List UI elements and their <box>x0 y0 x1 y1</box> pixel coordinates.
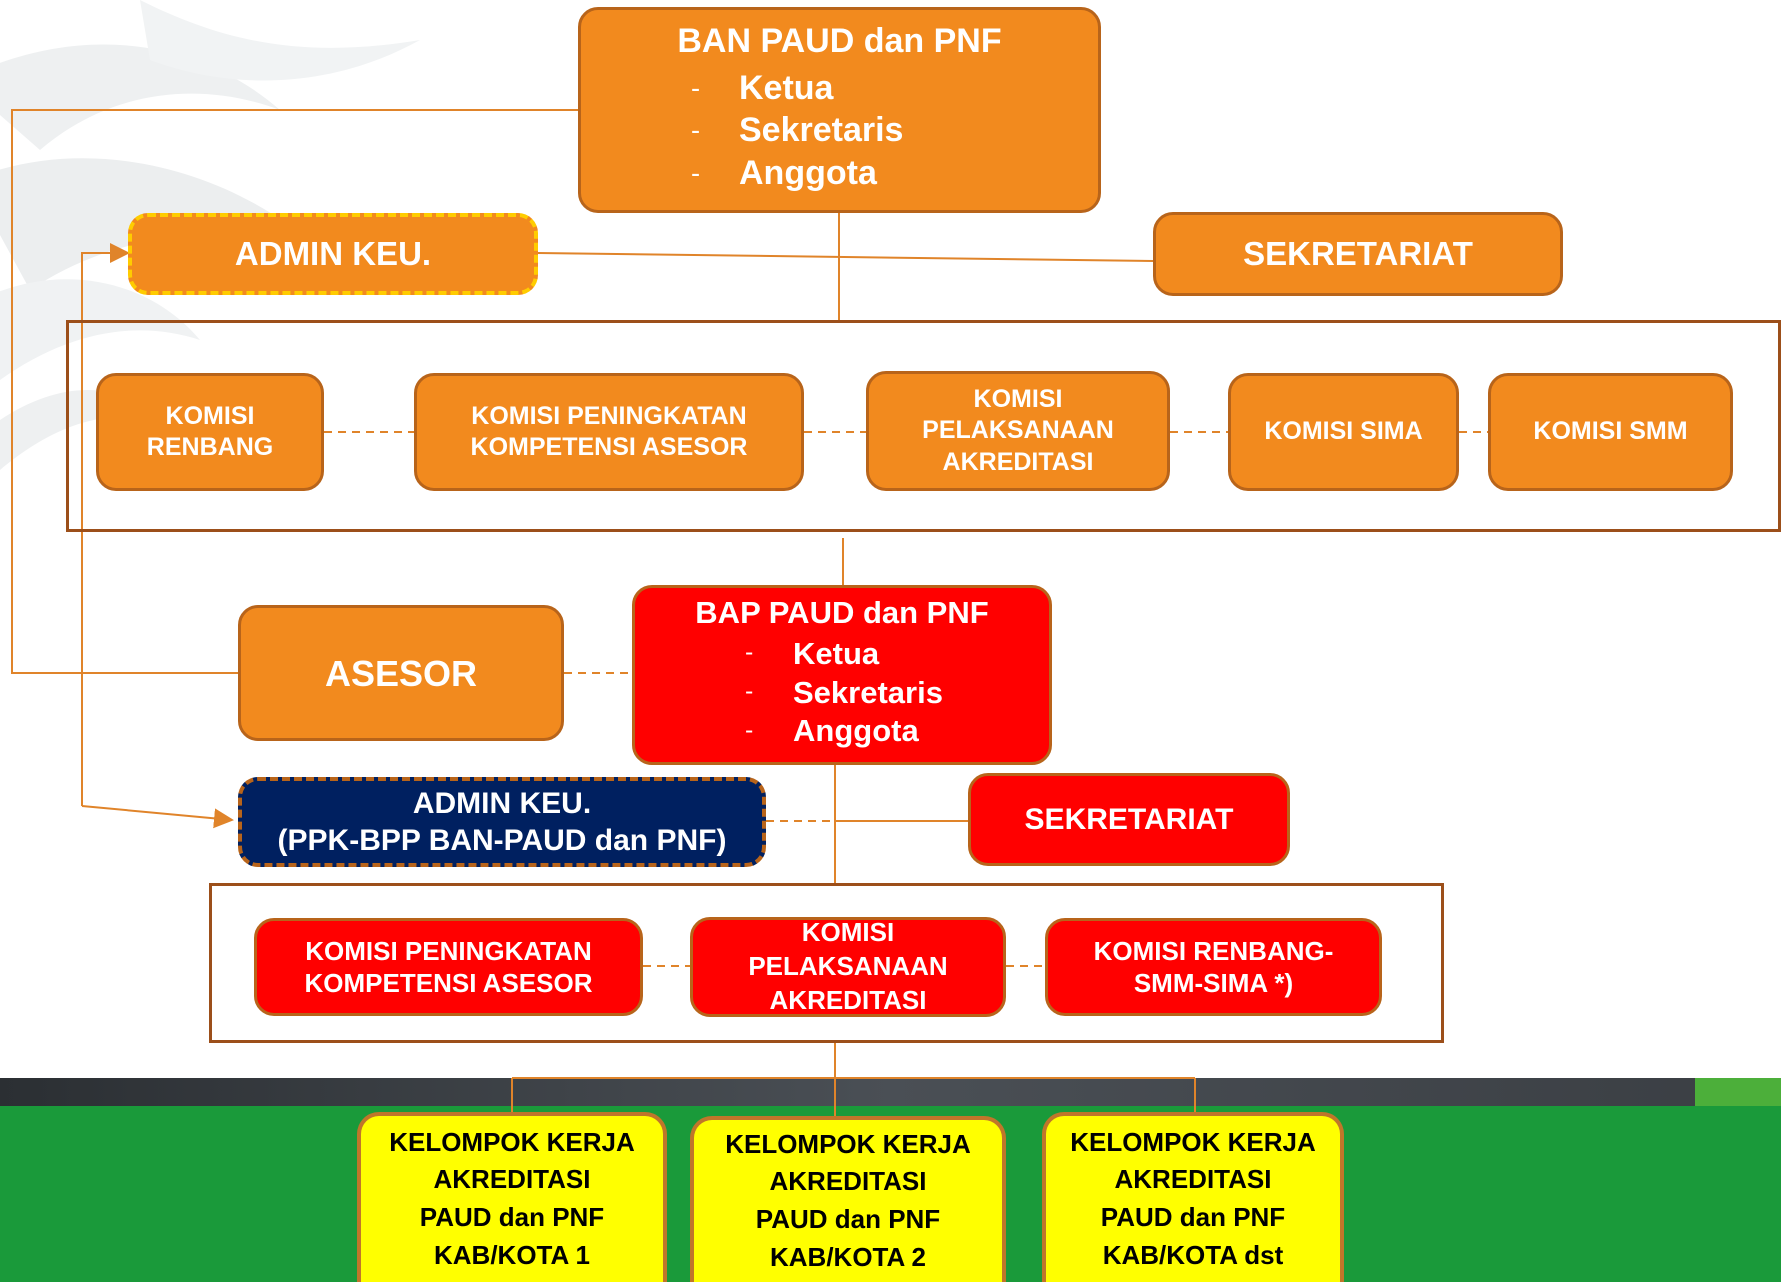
komisi-line: KOMPETENSI ASESOR <box>470 433 748 461</box>
komisi-line: KOMISI RENBANG- <box>1093 935 1334 966</box>
komisi-line: KOMISI SMM <box>1533 417 1688 446</box>
bap-sekretariat-label: SEKRETARIAT <box>1024 802 1234 836</box>
ban-komisi-frame <box>66 320 1781 532</box>
ban-members-list: Ketua Sekretaris Anggota <box>691 67 903 195</box>
komisi-line: KOMISI <box>801 917 895 948</box>
komisi-line: SMM-SIMA *) <box>1133 968 1294 998</box>
bap-komisi-kompetensi-box: KOMISI PENINGKATAN KOMPETENSI ASESOR <box>254 918 643 1016</box>
pokja-line: PAUD dan PNF <box>755 1204 941 1234</box>
pokja-line: KELOMPOK KERJA <box>1070 1126 1316 1157</box>
pokja-line: KAB/KOTA 2 <box>769 1241 926 1272</box>
footer-green-tab <box>1695 1078 1781 1106</box>
bap-box: BAP PAUD dan PNF Ketua Sekretaris Anggot… <box>632 585 1052 765</box>
bap-member-item: Ketua <box>745 635 943 674</box>
pokja-line: KAB/KOTA dst <box>1102 1239 1284 1270</box>
pokja-box-3: KELOMPOK KERJA AKREDITASI PAUD dan PNF K… <box>1042 1112 1344 1282</box>
bap-komisi-renbang-box: KOMISI RENBANG- SMM-SIMA *) <box>1045 918 1382 1016</box>
ban-member-item: Ketua <box>691 67 903 110</box>
bap-komisi-pelaksanaan-box: KOMISI PELAKSANAAN AKREDITASI <box>690 917 1006 1017</box>
pokja-line: KELOMPOK KERJA <box>725 1128 971 1159</box>
komisi-line: KOMISI <box>973 385 1063 414</box>
komisi-line: PELAKSANAAN <box>748 951 948 982</box>
komisi-line: KOMISI PENINGKATAN <box>305 935 592 966</box>
pokja-box-1: KELOMPOK KERJA AKREDITASI PAUD dan PNF K… <box>357 1112 667 1282</box>
bap-member-item: Anggota <box>745 712 943 751</box>
ban-admin-keu-label: ADMIN KEU. <box>234 235 432 273</box>
komisi-line: KOMISI <box>165 401 255 430</box>
bap-members-list: Ketua Sekretaris Anggota <box>745 635 943 751</box>
ban-title: BAN PAUD dan PNF <box>677 22 1002 60</box>
bap-member-item: Sekretaris <box>745 674 943 713</box>
ban-box: BAN PAUD dan PNF Ketua Sekretaris Anggot… <box>578 7 1101 213</box>
ban-komisi-sima-box: KOMISI SIMA <box>1228 373 1459 491</box>
bap-sekretariat-box: SEKRETARIAT <box>968 773 1290 866</box>
asesor-box: ASESOR <box>238 605 564 741</box>
ban-member-item: Anggota <box>691 152 903 195</box>
komisi-line: KOMPETENSI ASESOR <box>304 968 593 998</box>
ban-komisi-renbang-box: KOMISI RENBANG <box>96 373 324 491</box>
bap-admin-keu-line: (PPK-BPP BAN-PAUD dan PNF) <box>277 824 727 857</box>
pokja-line: PAUD dan PNF <box>1100 1202 1286 1232</box>
pokja-box-2: KELOMPOK KERJA AKREDITASI PAUD dan PNF K… <box>690 1116 1006 1282</box>
bap-title: BAP PAUD dan PNF <box>695 595 989 630</box>
pokja-line: PAUD dan PNF <box>419 1202 605 1232</box>
pokja-line: AKREDITASI <box>433 1164 591 1195</box>
komisi-line: RENBANG <box>146 433 274 461</box>
asesor-label: ASESOR <box>324 652 478 694</box>
ban-member-item: Sekretaris <box>691 109 903 152</box>
bap-admin-keu-box: ADMIN KEU. (PPK-BPP BAN-PAUD dan PNF) <box>238 777 766 867</box>
pokja-line: AKREDITASI <box>1114 1164 1272 1195</box>
komisi-line: KOMISI PENINGKATAN <box>471 401 747 430</box>
pokja-line: KELOMPOK KERJA <box>389 1126 635 1157</box>
pokja-line: KAB/KOTA 1 <box>433 1239 590 1270</box>
bap-komisi-frame <box>209 883 1444 1043</box>
ban-sekretariat-label: SEKRETARIAT <box>1243 235 1473 273</box>
ban-admin-keu-box: ADMIN KEU. <box>128 213 538 295</box>
ban-komisi-pelaksanaan-box: KOMISI PELAKSANAAN AKREDITASI <box>866 371 1170 491</box>
pokja-line: AKREDITASI <box>769 1166 927 1197</box>
footer-dark-band <box>0 1078 1781 1106</box>
ban-sekretariat-box: SEKRETARIAT <box>1153 212 1563 296</box>
komisi-line: AKREDITASI <box>942 447 1094 476</box>
ban-komisi-smm-box: KOMISI SMM <box>1488 373 1733 491</box>
komisi-line: KOMISI SIMA <box>1264 417 1423 446</box>
komisi-line: PELAKSANAAN <box>922 416 1114 445</box>
komisi-line: AKREDITASI <box>769 984 927 1015</box>
bap-admin-keu-line: ADMIN KEU. <box>412 786 592 820</box>
ban-komisi-kompetensi-box: KOMISI PENINGKATAN KOMPETENSI ASESOR <box>414 373 804 491</box>
